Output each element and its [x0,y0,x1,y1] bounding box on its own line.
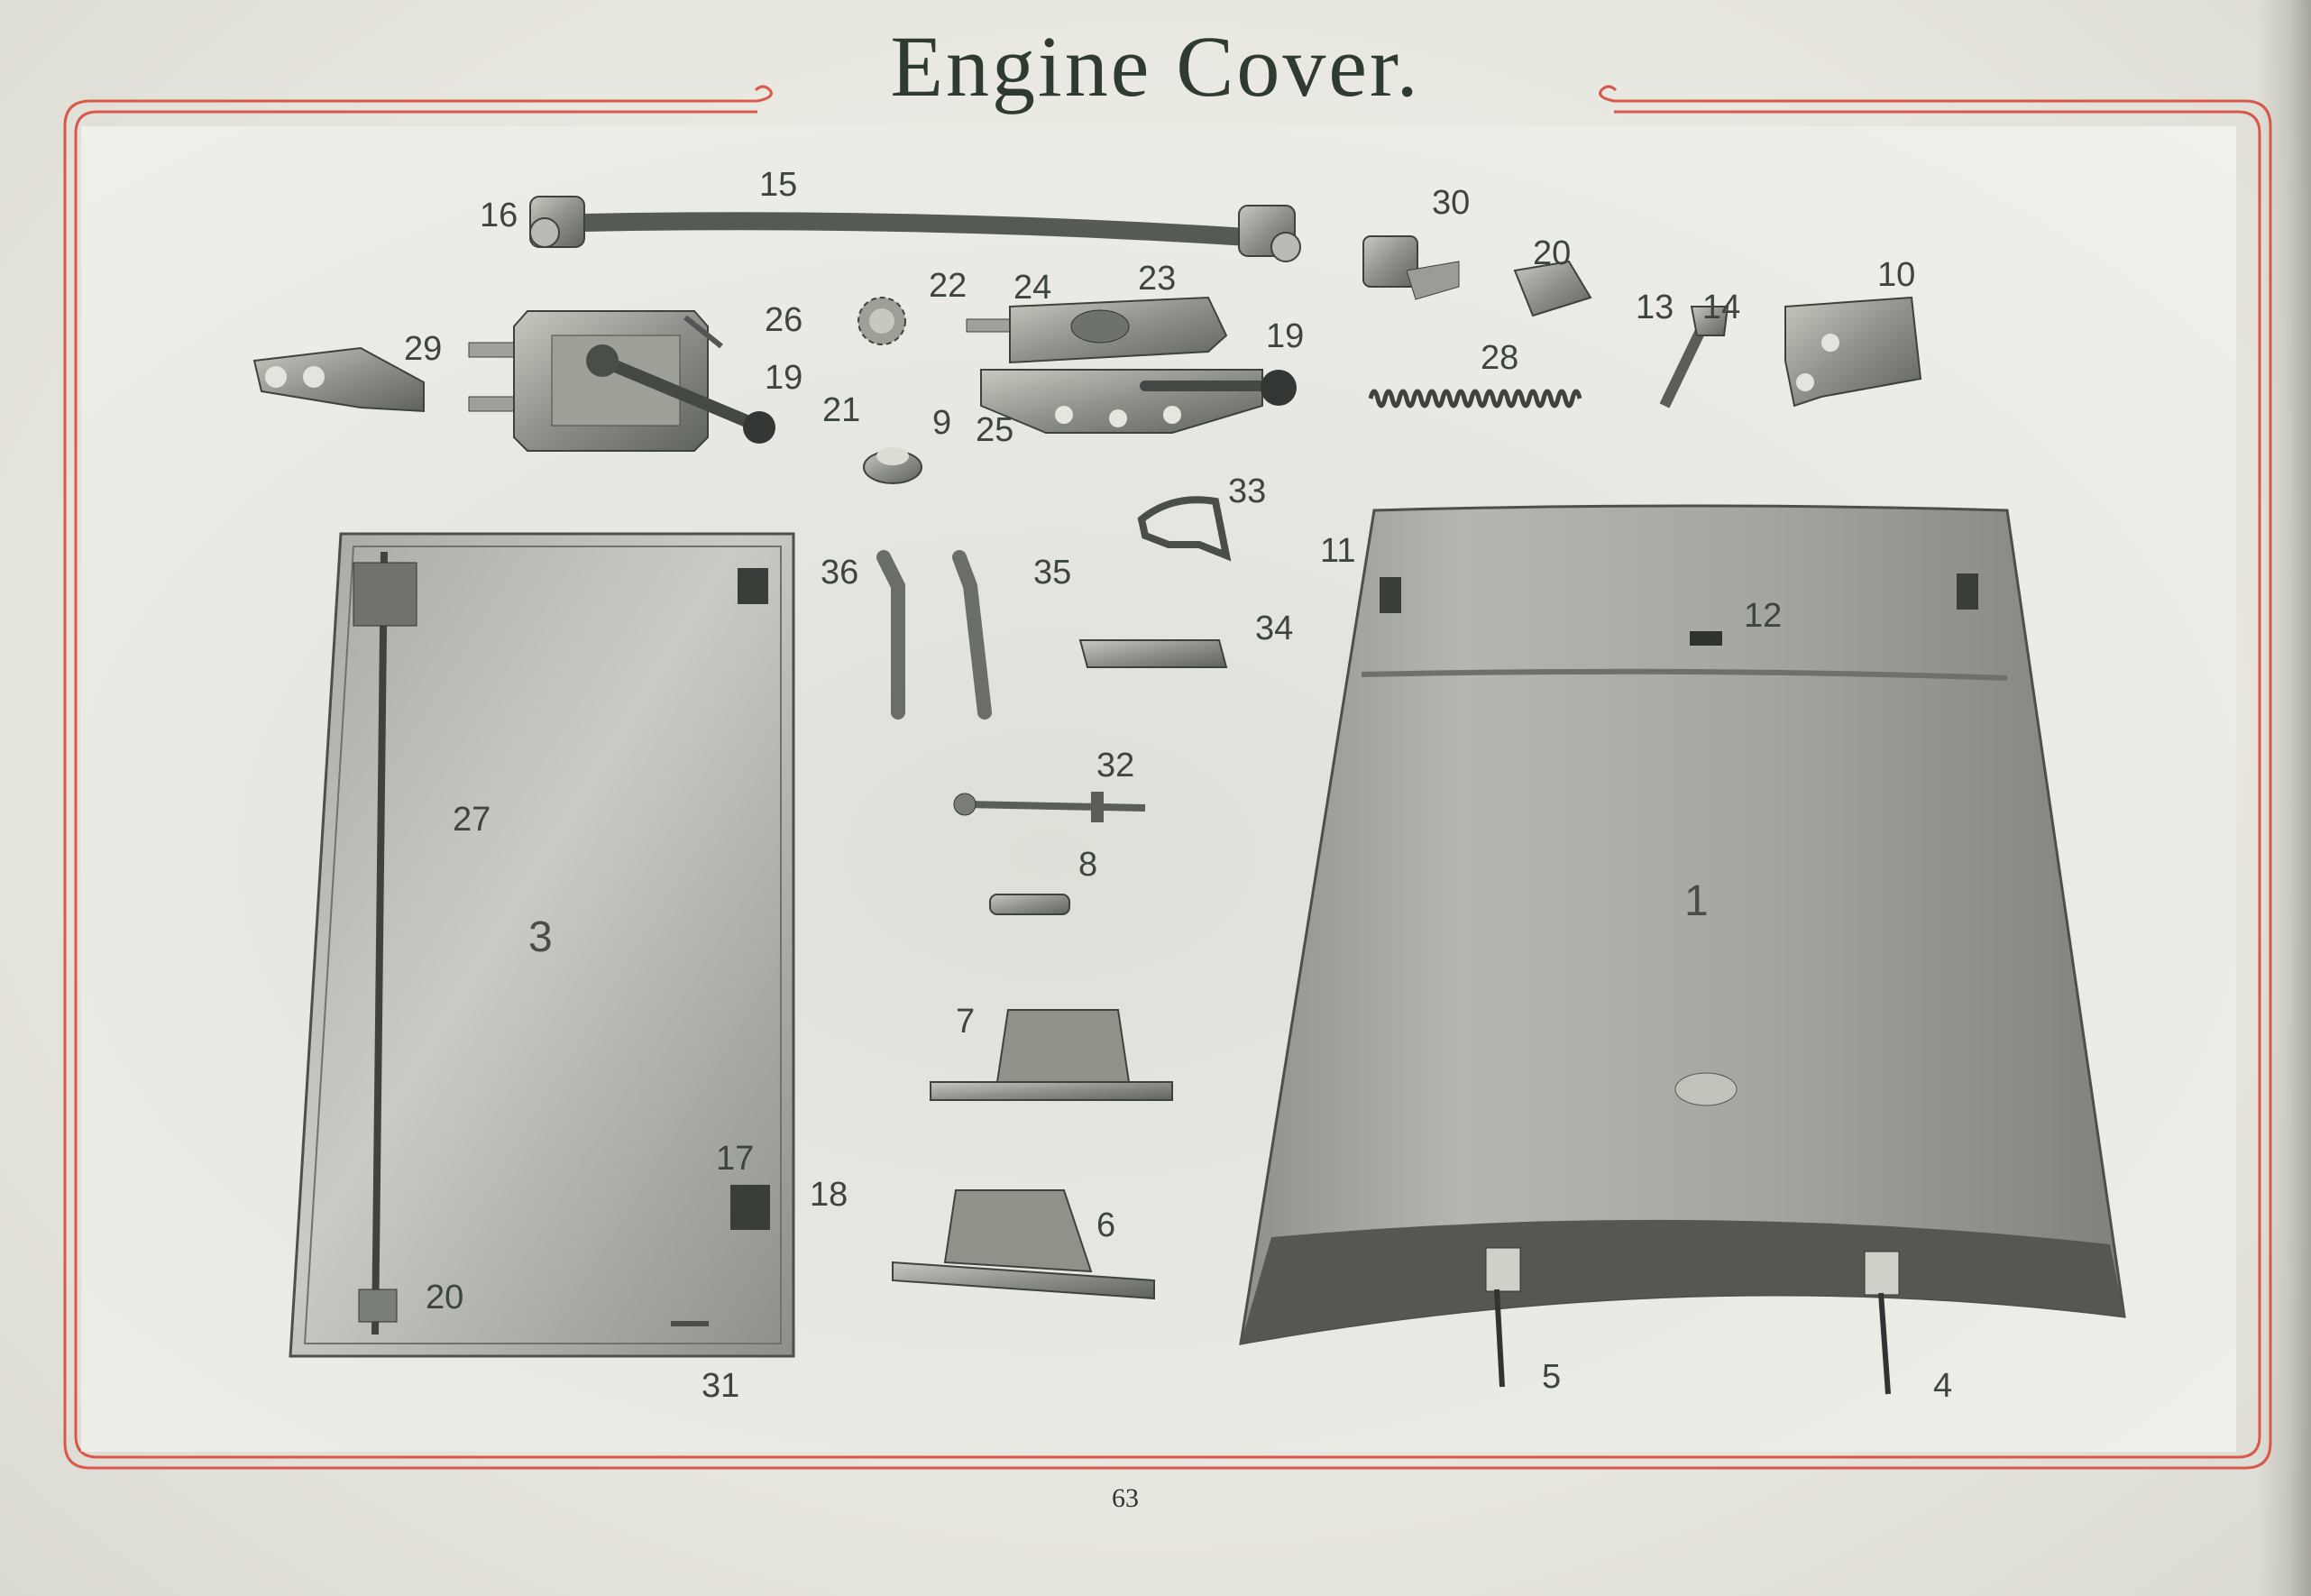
spring-28 [1368,389,1582,408]
rod-15 [529,196,1301,262]
bracket-6 [892,1189,1155,1300]
part-number-label: 1 [1684,877,1709,925]
pin-32 [953,792,1146,822]
part-number-label: 13 [1636,289,1674,326]
part-number-label: 5 [1542,1358,1562,1396]
part-number-label: 4 [1933,1367,1953,1405]
part-number-label: 33 [1228,472,1267,510]
bar-34 [1078,639,1228,668]
book-spine-shadow [2257,0,2311,1596]
gear-22 [857,297,906,345]
bolt-13-14 [1659,306,1729,408]
part-number-label: 9 [932,404,952,442]
part-number-label: 25 [976,411,1014,449]
part-number-label: 28 [1481,339,1519,377]
part-number-label: 35 [1033,554,1072,592]
part-number-label: 14 [1702,289,1741,326]
clip-33 [1137,496,1232,562]
pin-8 [989,894,1070,915]
nut-9 [863,447,922,484]
quadrant-assembly-left [468,310,775,452]
bracket-10 [1784,296,1922,408]
part-29 [252,346,425,413]
part-number-label: 19 [1266,317,1305,355]
part-number-label: 16 [480,197,518,234]
page-title: Engine Cover. [890,18,1421,115]
part-number-label: 29 [404,330,443,368]
part-number-label: 27 [453,801,491,839]
part-number-label: 23 [1138,260,1177,298]
part-number-label: 26 [765,301,803,339]
part-number-label: 7 [956,1003,976,1041]
part-number-label: 30 [1432,184,1471,222]
part-number-label: 18 [810,1176,848,1214]
part-number-label: 10 [1877,256,1916,294]
part-number-label: 31 [702,1367,740,1405]
part-number-label: 32 [1096,747,1135,784]
part-number-label: 24 [1013,269,1052,307]
part-number-label: 3 [528,913,553,961]
quadrant-assembly-right [966,296,1297,434]
part-30 [1362,235,1460,300]
part-number-label: 11 [1320,532,1356,570]
part-number-label: 34 [1255,610,1294,647]
forks-36-35 [876,550,992,720]
part-number-label: 36 [821,554,859,592]
part-number-label: 21 [822,391,861,429]
part-20-top [1513,260,1592,317]
part-number-label: 19 [765,359,803,397]
part-number-label: 15 [759,166,798,204]
hood-1 [1239,504,2126,1395]
bracket-7 [930,1009,1173,1101]
part-number-label: 20 [1533,234,1572,272]
part-number-label: 6 [1096,1206,1116,1244]
part-number-label: 22 [929,267,968,305]
part-number-label: 20 [426,1279,464,1316]
part-number-label: 8 [1078,846,1098,884]
part-number-label: 12 [1744,597,1783,635]
page-number: 63 [1112,1483,1139,1513]
side-panel-3 [289,532,795,1358]
part-number-label: 17 [716,1140,755,1178]
